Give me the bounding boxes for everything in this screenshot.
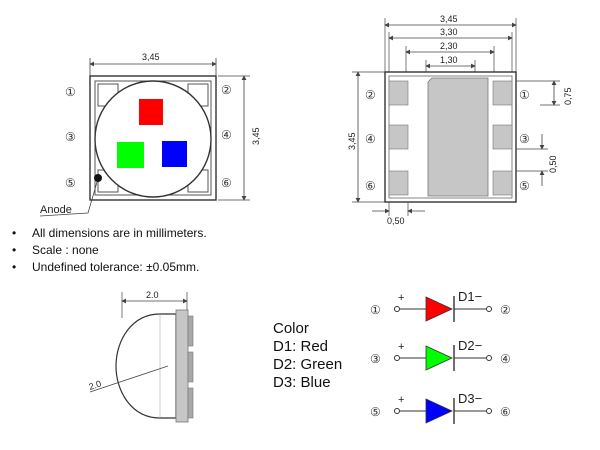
schematic-plus-1: + [398, 292, 404, 304]
bottom-dim-130: 1,30 [440, 55, 458, 65]
red-led-chip [139, 99, 163, 125]
schematic-plus-2: + [398, 341, 404, 353]
anode-mark-icon [94, 174, 102, 182]
bottom-pin-1: ① [519, 88, 530, 102]
anode-label: Anode [40, 204, 72, 216]
notes-list: All dimensions are in millimeters. Scale… [10, 225, 207, 276]
pad-2 [388, 80, 409, 106]
top-height-dim: 3,45 [251, 127, 261, 145]
bottom-dim-345: 3,45 [440, 14, 458, 24]
top-pin-4: ④ [221, 128, 232, 142]
schematic-terminal-b-1 [486, 306, 492, 312]
top-width-dim: 3,45 [142, 52, 160, 62]
bottom-pin-3: ③ [519, 132, 530, 146]
schematic-anode-pin-1: ① [370, 303, 381, 317]
top-pin-6: ⑥ [221, 176, 232, 190]
schematic-cathode-pin-3: ⑥ [500, 405, 511, 419]
bottom-height-dim: 3,45 [347, 132, 357, 150]
schematic-cathode-pin-1: ② [500, 303, 511, 317]
legend-d1: D1: Red [273, 338, 329, 355]
legend-d3: D3: Blue [273, 374, 331, 391]
top-pin-2: ② [221, 83, 232, 97]
top-lens-circle [94, 80, 212, 198]
schematic: ① + D1− ② ③ + D2− ④ ⑤ + D3− ⑥ [370, 289, 511, 424]
diode-d3-icon [425, 398, 453, 424]
pad-1 [492, 80, 513, 106]
top-view: 3,45 3,45 Anode ① ② ③ ④ ⑤ ⑥ [39, 52, 261, 217]
schematic-terminal-a-1 [394, 306, 400, 312]
right-top-dim: 0,75 [563, 87, 573, 105]
schematic-plus-3: + [398, 394, 404, 406]
diode-d2-icon [425, 345, 453, 371]
right-mid-dim: 0,50 [548, 155, 558, 173]
side-dome [115, 313, 177, 419]
pad-6 [388, 170, 409, 196]
side-package-body [175, 309, 189, 423]
bottom-dim-230: 2,30 [440, 41, 458, 51]
pad-4 [388, 124, 409, 150]
bottom-dim-330: 3,30 [440, 27, 458, 37]
bottom-pin-5: ⑤ [519, 179, 530, 193]
note-units: All dimensions are in millimeters. [10, 225, 207, 242]
side-view: 2.0 2.0 [88, 290, 194, 423]
bottom-pad-gap-dim: 0,50 [387, 216, 405, 226]
pad-3 [492, 124, 513, 150]
bottom-view: 3,45 3,30 2,30 1,30 3,45 [347, 14, 573, 226]
schematic-terminal-a-2 [394, 355, 400, 361]
center-thermal-pad [427, 77, 489, 197]
schematic-terminal-a-3 [394, 408, 400, 414]
note-scale: Scale : none [10, 242, 207, 259]
side-width-dim: 2.0 [146, 290, 159, 300]
bottom-pin-2: ② [365, 88, 376, 102]
bottom-pin-6: ⑥ [365, 179, 376, 193]
schematic-terminal-b-3 [486, 408, 492, 414]
diode-label-1: D1− [458, 289, 482, 304]
bottom-pin-4: ④ [365, 132, 376, 146]
schematic-cathode-pin-2: ④ [500, 352, 511, 366]
blue-led-chip [162, 141, 187, 167]
green-led-chip [117, 142, 144, 168]
legend-d2: D2: Green [273, 356, 343, 373]
diode-label-2: D2− [458, 338, 482, 353]
top-pin-5: ⑤ [65, 176, 76, 190]
note-tolerance: Undefined tolerance: ±0.05mm. [10, 259, 207, 276]
schematic-anode-pin-2: ③ [370, 352, 381, 366]
legend-title: Color [273, 320, 309, 337]
side-radius-dim: 2.0 [88, 379, 103, 392]
pad-5 [492, 170, 513, 196]
schematic-anode-pin-3: ⑤ [370, 405, 381, 419]
color-legend: Color D1: Red D2: Green D3: Blue [273, 320, 342, 392]
top-pin-3: ③ [65, 130, 76, 144]
schematic-terminal-b-2 [486, 355, 492, 361]
top-pin-1: ① [65, 85, 76, 99]
diode-label-3: D3− [458, 391, 482, 406]
diode-d1-icon [425, 296, 453, 322]
